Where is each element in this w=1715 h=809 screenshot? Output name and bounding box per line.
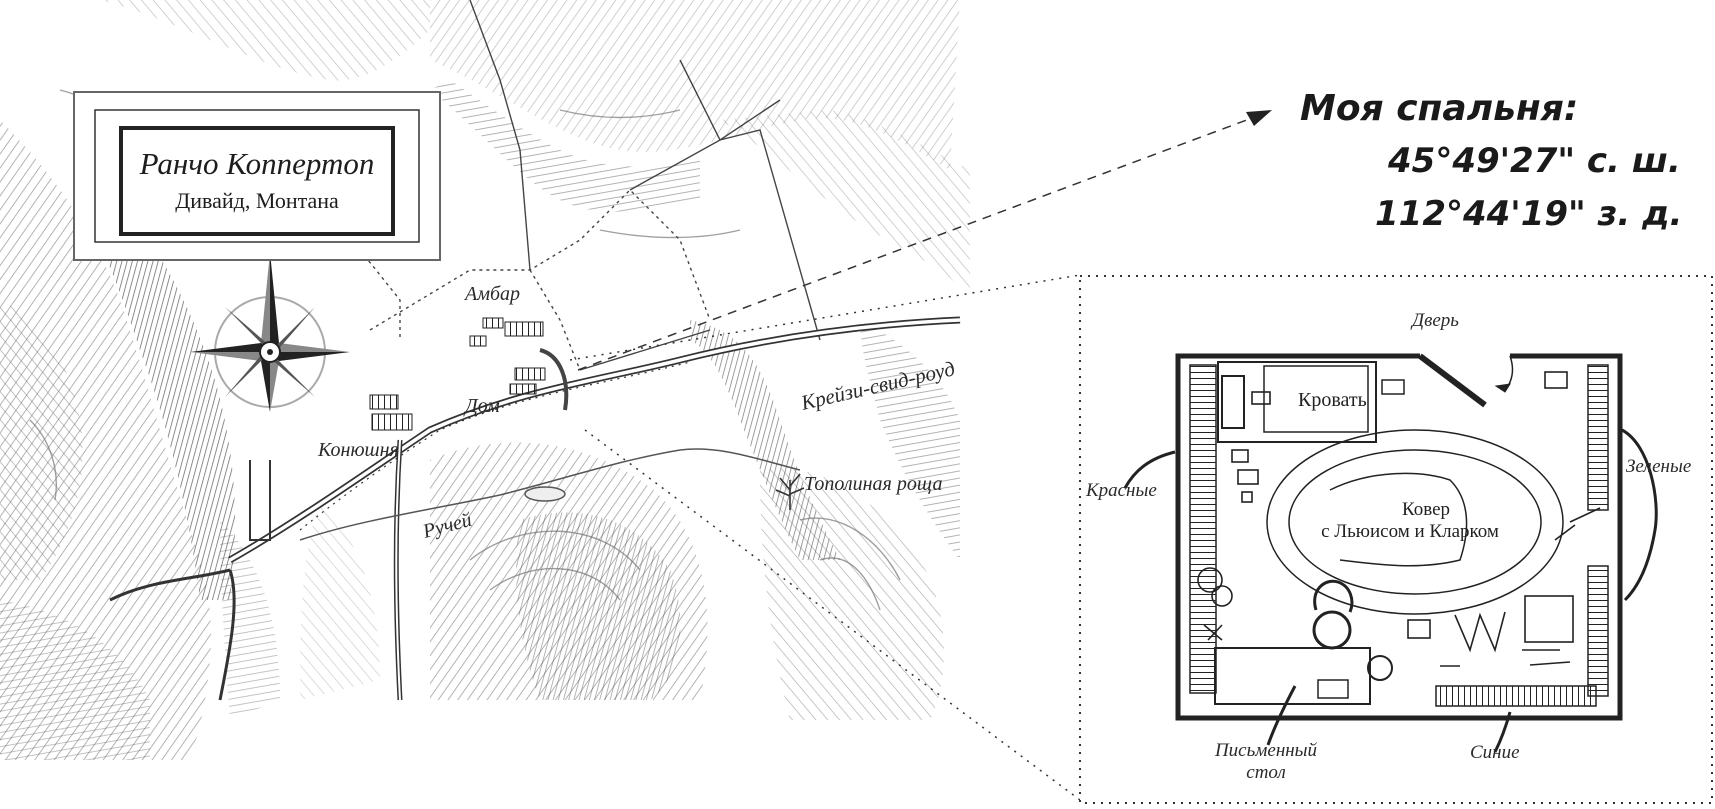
barn-icon xyxy=(469,317,544,347)
fences xyxy=(359,0,821,371)
terrain xyxy=(0,0,970,760)
ranch-buildings xyxy=(369,317,569,431)
bedroom-heading: Моя спальня: xyxy=(1300,88,1578,129)
cottonwood-tree-icon xyxy=(775,473,805,510)
label-rug-1: Ковер xyxy=(1402,499,1450,520)
side-road xyxy=(109,439,403,701)
door-icon xyxy=(1418,353,1514,408)
blue-bookshelf xyxy=(1435,685,1597,707)
green-bookshelf-lower xyxy=(1587,565,1609,697)
creek xyxy=(299,448,801,541)
leader-lines xyxy=(569,110,1272,801)
ranch-subtitle: Дивайд, Монтана xyxy=(175,188,339,213)
label-red: Красные xyxy=(1085,480,1157,501)
bed-icon xyxy=(1217,361,1405,443)
inset-pointers xyxy=(1123,428,1658,753)
desk-icon xyxy=(1214,647,1393,705)
chair-icon xyxy=(1312,579,1354,650)
label-green: Зеленые xyxy=(1626,456,1691,477)
label-rug-2: с Льюисом и Кларком xyxy=(1321,521,1499,542)
floor-clutter xyxy=(1197,371,1601,667)
label-desk-2: стол xyxy=(1246,762,1285,783)
title-cartouche: Ранчо Коппертоп Дивайд, Монтана xyxy=(73,91,441,261)
bedroom-walls xyxy=(1175,353,1623,721)
label-desk-1: Письменный xyxy=(1214,740,1318,761)
rug-icon xyxy=(1266,429,1564,615)
bedroom-longitude: 112°44'19" з. д. xyxy=(1375,194,1682,234)
bedroom-inset: Дверь Кровать Ковер с Льюисом и Кларком … xyxy=(1079,275,1713,804)
stable-icon xyxy=(369,394,413,431)
label-house: Дом xyxy=(463,395,500,417)
ranch-title: Ранчо Коппертоп xyxy=(139,146,375,181)
green-bookshelf-upper xyxy=(1587,364,1609,511)
label-blue: Синие xyxy=(1470,742,1520,763)
label-grove: Тополиная роща xyxy=(804,473,942,495)
label-bed: Кровать xyxy=(1298,389,1367,411)
label-stable: Конюшня xyxy=(317,439,399,461)
house-icon xyxy=(509,348,569,411)
bedroom-latitude: 45°49'27" с. ш. xyxy=(1387,141,1681,181)
red-bookshelf xyxy=(1189,364,1217,694)
label-barn: Амбар xyxy=(463,283,520,305)
label-door: Дверь xyxy=(1410,310,1459,331)
compass-rose-icon xyxy=(190,240,350,412)
